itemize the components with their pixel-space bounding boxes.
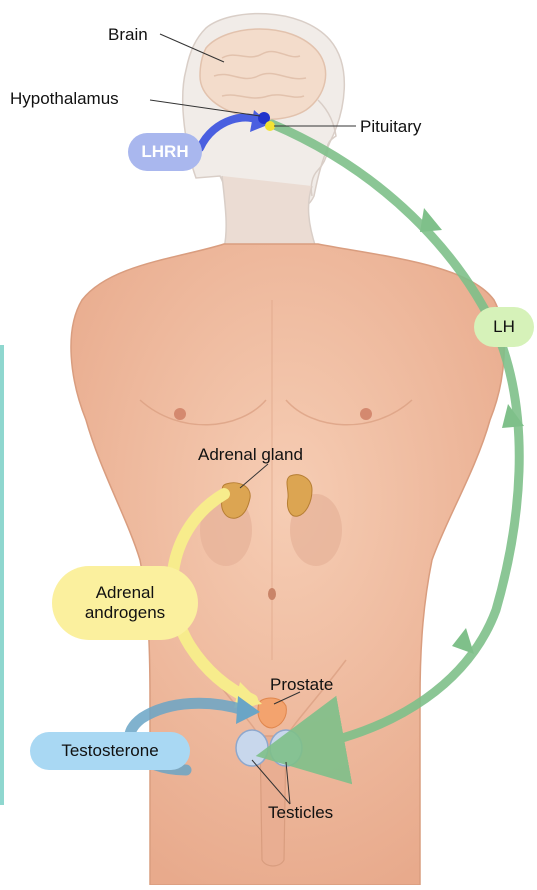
hypothalamus-label: Hypothalamus (10, 90, 119, 107)
pituitary-dot (265, 121, 275, 131)
adrenal-androgens-pill: Adrenal androgens (52, 566, 198, 640)
torso (71, 244, 504, 885)
lhrh-label: LHRH (141, 142, 188, 162)
testosterone-label: Testosterone (61, 741, 158, 761)
adrenal-androgens-line1: Adrenal (96, 583, 155, 603)
brain-label: Brain (108, 26, 148, 43)
adrenal-androgens-line2: androgens (85, 603, 165, 623)
lh-arrowhead-3 (452, 628, 474, 654)
left-edge-bar (0, 345, 4, 805)
testicles-label: Testicles (268, 804, 333, 821)
lhrh-pill: LHRH (128, 133, 202, 171)
lh-label: LH (493, 317, 515, 337)
lh-arrowhead-1 (420, 208, 442, 232)
prostate-label: Prostate (270, 676, 333, 693)
pituitary-label: Pituitary (360, 118, 421, 135)
lh-pill: LH (474, 307, 534, 347)
testosterone-pill: Testosterone (30, 732, 190, 770)
adrenal-gland-label: Adrenal gland (198, 446, 303, 463)
